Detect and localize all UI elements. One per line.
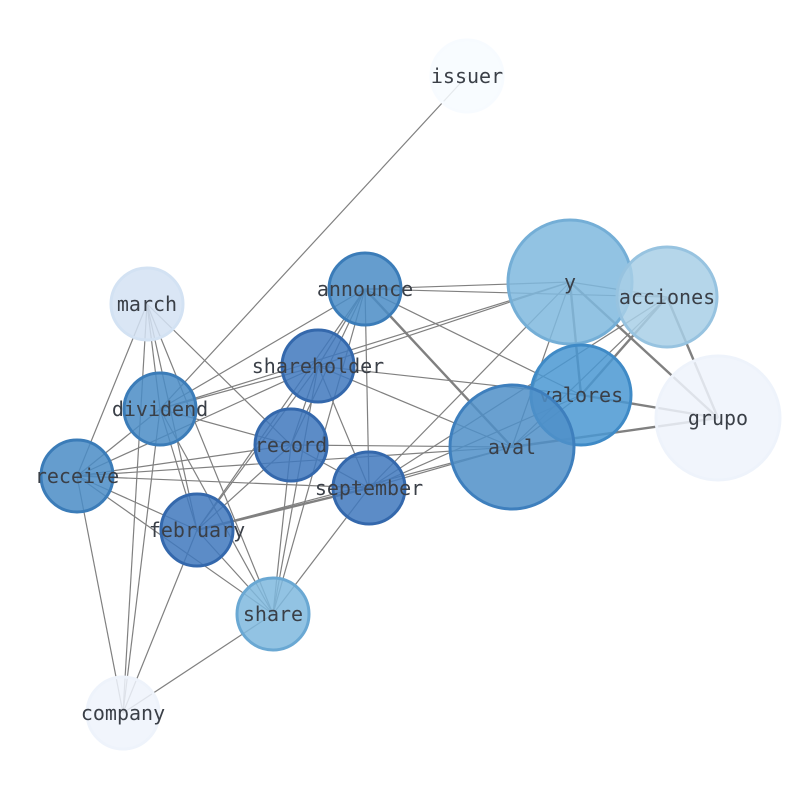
node-label-acciones: acciones [619,285,715,309]
node-grupo: grupo [654,354,782,482]
node-label-aval: aval [488,435,536,459]
node-label-share: share [243,602,303,626]
node-label-grupo: grupo [688,406,748,430]
node-label-february: february [149,518,245,542]
node-record: record [253,407,329,483]
node-company: company [81,675,165,751]
edge-y-dividend [159,281,571,410]
node-circle-record [253,407,329,483]
edge-shareholder-receive [76,365,319,477]
node-circle-dividend [122,371,198,447]
node-circle-issuer [429,38,505,114]
edge-dividend-company [122,408,161,714]
node-label-y: y [564,270,576,294]
node-circle-grupo [654,354,782,482]
edge-march-company [122,303,148,714]
node-label-issuer: issuer [431,64,503,88]
node-circle-shareholder [280,328,356,404]
node-circle-march [109,266,185,342]
node-label-september: september [315,476,423,500]
node-february: february [149,492,245,568]
node-share: share [235,576,311,652]
node-acciones: acciones [615,245,719,349]
node-circle-aval [448,383,576,511]
node-issuer: issuer [429,38,505,114]
edge-shareholder-share [272,365,319,615]
node-circle-september [331,450,407,526]
edge-issuer-dividend [159,75,468,410]
node-shareholder: shareholder [252,328,384,404]
node-label-dividend: dividend [112,397,208,421]
node-circle-share [235,576,311,652]
node-march: march [109,266,185,342]
node-receive: receive [35,438,119,514]
edge-march-share [146,303,274,615]
node-aval: aval [448,383,576,511]
edge-announce-dividend [159,288,366,410]
node-circle-announce [327,251,403,327]
edge-receive-company [76,475,124,714]
node-circle-company [85,675,161,751]
node-label-announce: announce [317,277,413,301]
node-label-march: march [117,292,177,316]
edge-receive-september [76,475,370,489]
node-y: y [506,218,634,346]
node-dividend: dividend [112,371,208,447]
node-layer: issueryaccionesgrupovaloresavalannouncem… [35,38,782,751]
node-announce: announce [317,251,413,327]
node-circle-receive [39,438,115,514]
node-label-receive: receive [35,464,119,488]
node-september: september [315,450,423,526]
node-label-shareholder: shareholder [252,354,384,378]
node-label-company: company [81,701,165,725]
node-circle-acciones [615,245,719,349]
node-label-record: record [255,433,327,457]
node-circle-february [159,492,235,568]
